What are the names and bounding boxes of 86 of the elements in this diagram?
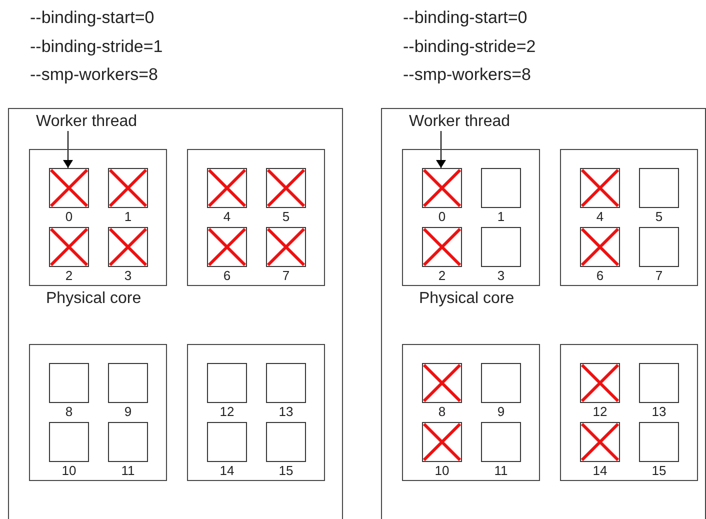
thread-number: 13 (650, 404, 668, 419)
core-box (402, 344, 540, 481)
core-box (560, 149, 698, 286)
crossed-thread-square (49, 227, 89, 267)
thread-number: 0 (437, 209, 447, 224)
thread-square (207, 363, 247, 403)
thread-number: 2 (437, 268, 447, 283)
thread-number: 5 (281, 209, 291, 224)
crossed-thread-square (422, 363, 462, 403)
thread-square (108, 363, 148, 403)
thread-number: 11 (120, 463, 136, 478)
thread-square (481, 422, 521, 462)
thread-square (481, 227, 521, 267)
annotation-text: Worker thread (409, 113, 510, 131)
thread-square (481, 363, 521, 403)
core-box (187, 344, 325, 481)
option-text: --smp-workers=8 (403, 65, 531, 85)
thread-number: 4 (222, 209, 232, 224)
thread-number: 12 (218, 404, 236, 419)
thread-number: 11 (493, 463, 509, 478)
thread-number: 3 (123, 268, 133, 283)
thread-square (49, 363, 89, 403)
core-box (29, 149, 167, 286)
thread-number: 12 (592, 404, 608, 419)
thread-square (639, 422, 679, 462)
thread-number: 8 (64, 404, 74, 419)
core-box (187, 149, 325, 286)
core-box (560, 344, 698, 481)
option-text: --binding-stride=2 (403, 36, 536, 56)
thread-square (49, 422, 89, 462)
node-panel (8, 108, 343, 519)
crossed-thread-square (207, 168, 247, 208)
thread-number: 13 (278, 404, 294, 419)
thread-square (108, 422, 148, 462)
thread-number: 7 (281, 268, 291, 283)
option-text: --smp-workers=8 (30, 65, 158, 85)
thread-number: 15 (278, 463, 294, 478)
annotation-text: Worker thread (36, 113, 138, 131)
thread-number: 7 (654, 268, 664, 283)
thread-number: 1 (496, 209, 506, 224)
crossed-thread-square (207, 227, 247, 267)
crossed-thread-square (580, 227, 620, 267)
option-text: --binding-start=0 (30, 8, 154, 28)
thread-number: 14 (218, 463, 236, 478)
thread-number: 1 (123, 209, 133, 224)
core-box (402, 149, 540, 286)
core-box (29, 344, 167, 481)
thread-square (639, 363, 679, 403)
thread-square (639, 227, 679, 267)
option-text: --binding-start=0 (403, 8, 528, 28)
thread-number: 6 (222, 268, 232, 283)
crossed-thread-square (422, 227, 462, 267)
option-text: --binding-stride=1 (30, 36, 163, 56)
thread-number: 3 (496, 268, 506, 283)
thread-number: 15 (650, 463, 668, 478)
crossed-thread-square (422, 422, 462, 462)
thread-number: 10 (60, 463, 78, 478)
crossed-thread-square (108, 227, 148, 267)
thread-number: 8 (437, 404, 447, 419)
thread-number: 6 (595, 268, 605, 283)
thread-square (266, 422, 306, 462)
crossed-thread-square (266, 227, 306, 267)
core-caption: Physical core (419, 290, 514, 308)
thread-number: 4 (595, 209, 605, 224)
node-panel (381, 108, 706, 519)
core-caption: Physical core (46, 290, 142, 308)
thread-number: 9 (496, 404, 506, 419)
thread-number: 2 (64, 268, 74, 283)
crossed-thread-square (266, 168, 306, 208)
thread-number: 5 (654, 209, 664, 224)
thread-square (639, 168, 679, 208)
thread-number: 0 (64, 209, 74, 224)
thread-number: 10 (434, 463, 450, 478)
thread-number: 14 (592, 463, 608, 478)
crossed-thread-square (49, 168, 89, 208)
thread-square (481, 168, 521, 208)
crossed-thread-square (580, 363, 620, 403)
thread-number: 9 (123, 404, 133, 419)
crossed-thread-square (422, 168, 462, 208)
crossed-thread-square (108, 168, 148, 208)
arrow (63, 130, 73, 168)
crossed-thread-square (580, 168, 620, 208)
thread-square (207, 422, 247, 462)
thread-square (266, 363, 306, 403)
crossed-thread-square (580, 422, 620, 462)
arrow (436, 130, 446, 168)
